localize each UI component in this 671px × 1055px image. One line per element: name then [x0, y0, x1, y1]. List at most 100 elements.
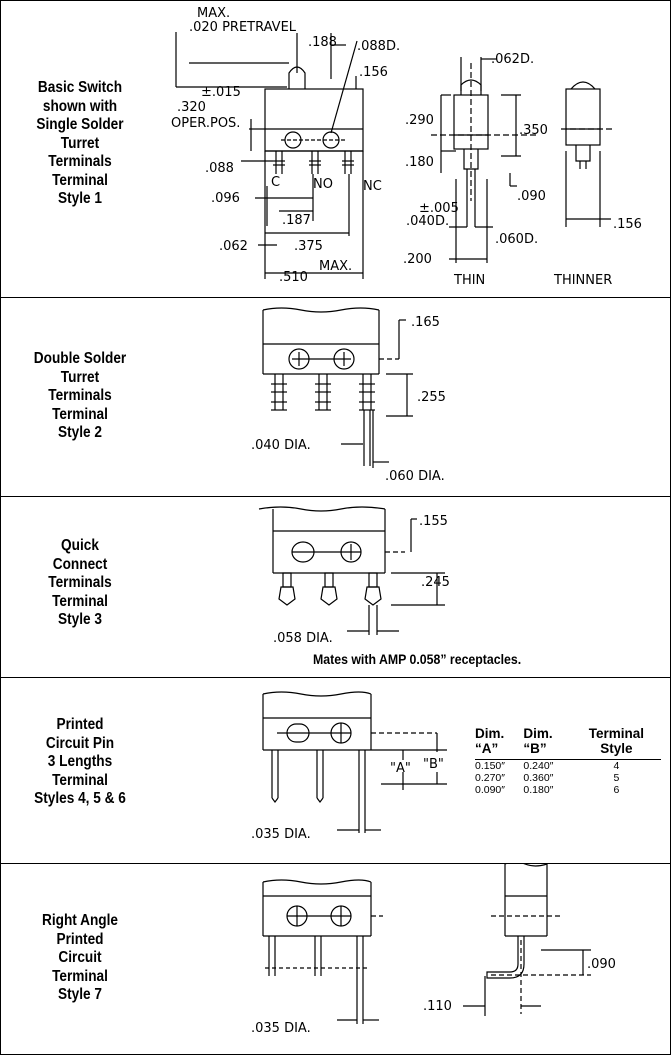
max-label: MAX.: [197, 6, 230, 21]
label-line: Terminal: [52, 405, 108, 423]
style-4-5-6-drawing: "A" "B" .035 DIA.: [251, 691, 447, 842]
table-cell: 6: [613, 784, 620, 796]
dim-165: .165: [411, 315, 440, 330]
label-line: Terminal: [52, 171, 108, 189]
dim-320: .320: [177, 100, 206, 115]
table-cell: 4: [613, 760, 620, 772]
table-cell: 0.150″: [475, 760, 505, 772]
dim-062: .062: [219, 239, 248, 254]
label-line: Printed: [56, 930, 104, 948]
max-label: MAX.: [319, 259, 352, 274]
label-line: Single Solder: [36, 116, 124, 133]
label-line: Terminal: [52, 592, 108, 610]
thin-label: THIN: [453, 273, 485, 288]
table-row: 0.270″ 0.360″ 5: [475, 772, 661, 784]
section-style-7: Right Angle Printed Circuit Terminal Sty…: [1, 864, 670, 1054]
terminal-no-label: NO: [313, 177, 333, 192]
section-style-2: Double Solder Turret Terminals Terminal …: [1, 298, 670, 497]
table-cell: 5: [613, 772, 620, 784]
section-style-4-5-6: Printed Circuit Pin 3 Lengths Terminal S…: [1, 678, 670, 864]
label-line: Terminals: [48, 153, 112, 170]
tol-005: ±.005: [419, 201, 459, 216]
terminal-nc-label: NC: [363, 179, 382, 194]
dia-035: .035 DIA.: [251, 1021, 311, 1036]
dim-156: .156: [359, 65, 388, 80]
section-style-3: Quick Connect Terminals Terminal Style 3: [1, 497, 670, 678]
label-line: shown with: [42, 97, 118, 115]
style-2-drawing: .165 .255 .040 DIA. .060 DIA.: [251, 307, 446, 484]
label-line: Style 3: [58, 611, 102, 628]
label-line: Terminals: [48, 387, 112, 404]
oper-pos-label: OPER.POS.: [171, 116, 240, 131]
col-header-dim-b: Dim.“B”: [523, 726, 572, 760]
label-line: Printed: [56, 716, 104, 733]
dim-096: .096: [211, 191, 240, 206]
label-line: Terminal: [52, 771, 108, 789]
label-line: Turret: [60, 134, 100, 152]
dim-088: .088: [205, 161, 234, 176]
dim-b-label: "B": [423, 757, 444, 772]
dim-375: .375: [294, 239, 323, 254]
dim-245: .245: [421, 575, 450, 590]
table-row: 0.150″ 0.240″ 4: [475, 760, 661, 773]
style-1-drawing: MAX. .020 PRETRAVEL .188 .088D. .156 ±.0…: [171, 6, 642, 288]
dim-090: .090: [517, 189, 546, 204]
label-line: 3 Lengths: [47, 753, 113, 770]
label-line: Circuit Pin: [45, 734, 115, 752]
table-cell: 0.180″: [523, 784, 554, 796]
section-label: Right Angle Printed Circuit Terminal Sty…: [1, 912, 159, 1005]
dim-255: .255: [417, 390, 446, 405]
pretravel-dim: .020 PRETRAVEL: [189, 20, 297, 35]
label-line: Circuit: [58, 949, 102, 966]
label-line: Style 1: [58, 190, 102, 207]
dim-040d: .040D.: [406, 214, 449, 229]
label-line: Terminal: [52, 967, 108, 985]
dia-035: .035 DIA.: [251, 827, 311, 842]
label-line: Double Solder: [33, 350, 127, 367]
dia-060: .060 DIA.: [385, 469, 445, 484]
label-line: Turret: [60, 368, 100, 386]
dim-180: .180: [405, 155, 434, 170]
label-line: Basic Switch: [37, 79, 123, 96]
dim-188: .188: [308, 35, 337, 50]
label-line: Style 2: [58, 424, 102, 441]
dim-510: .510: [279, 270, 308, 285]
dim-062d: .062D.: [491, 52, 534, 67]
dim-090: .090: [587, 957, 616, 972]
table-cell: 0.240″: [523, 760, 554, 772]
section-style-1: Basic Switch shown with Single Solder Tu…: [1, 1, 670, 298]
table-row: 0.090″ 0.180″ 6: [475, 784, 661, 796]
dim-088d: .088D.: [357, 39, 400, 54]
label-line: Styles 4, 5 & 6: [34, 790, 126, 807]
label-line: Terminals: [48, 574, 112, 591]
dim-060d: .060D.: [495, 232, 538, 247]
table-cell: 0.090″: [475, 784, 505, 796]
style-7-drawing: .035 DIA. .090 .110: [251, 864, 616, 1036]
label-line: Style 7: [58, 986, 102, 1003]
dim-155: .155: [419, 514, 448, 529]
dim-290: .290: [405, 113, 434, 128]
label-line: Connect: [52, 555, 108, 573]
tol-015: ±.015: [201, 85, 241, 100]
dim-156: .156: [613, 217, 642, 232]
label-line: Quick: [61, 537, 99, 554]
section-label: Printed Circuit Pin 3 Lengths Terminal S…: [1, 716, 159, 809]
dim-350: .350: [519, 123, 548, 138]
dim-110: .110: [423, 999, 452, 1014]
dia-040: .040 DIA.: [251, 438, 311, 453]
style-3-drawing: .155 .245 .058 DIA.: [258, 506, 450, 646]
section-label: Basic Switch shown with Single Solder Tu…: [1, 79, 159, 209]
section-label: Double Solder Turret Terminals Terminal …: [1, 350, 159, 443]
table-cell: 0.360″: [523, 772, 554, 784]
thinner-label: THINNER: [553, 273, 612, 288]
label-line: Right Angle: [41, 912, 119, 929]
table-cell: 0.270″: [475, 772, 505, 784]
terminal-c-label: C: [271, 175, 280, 190]
dia-058: .058 DIA.: [273, 631, 333, 646]
col-header-dim-a: Dim.“A”: [475, 726, 524, 760]
dim-a-label: "A": [390, 761, 411, 776]
dim-200: .200: [403, 252, 432, 267]
